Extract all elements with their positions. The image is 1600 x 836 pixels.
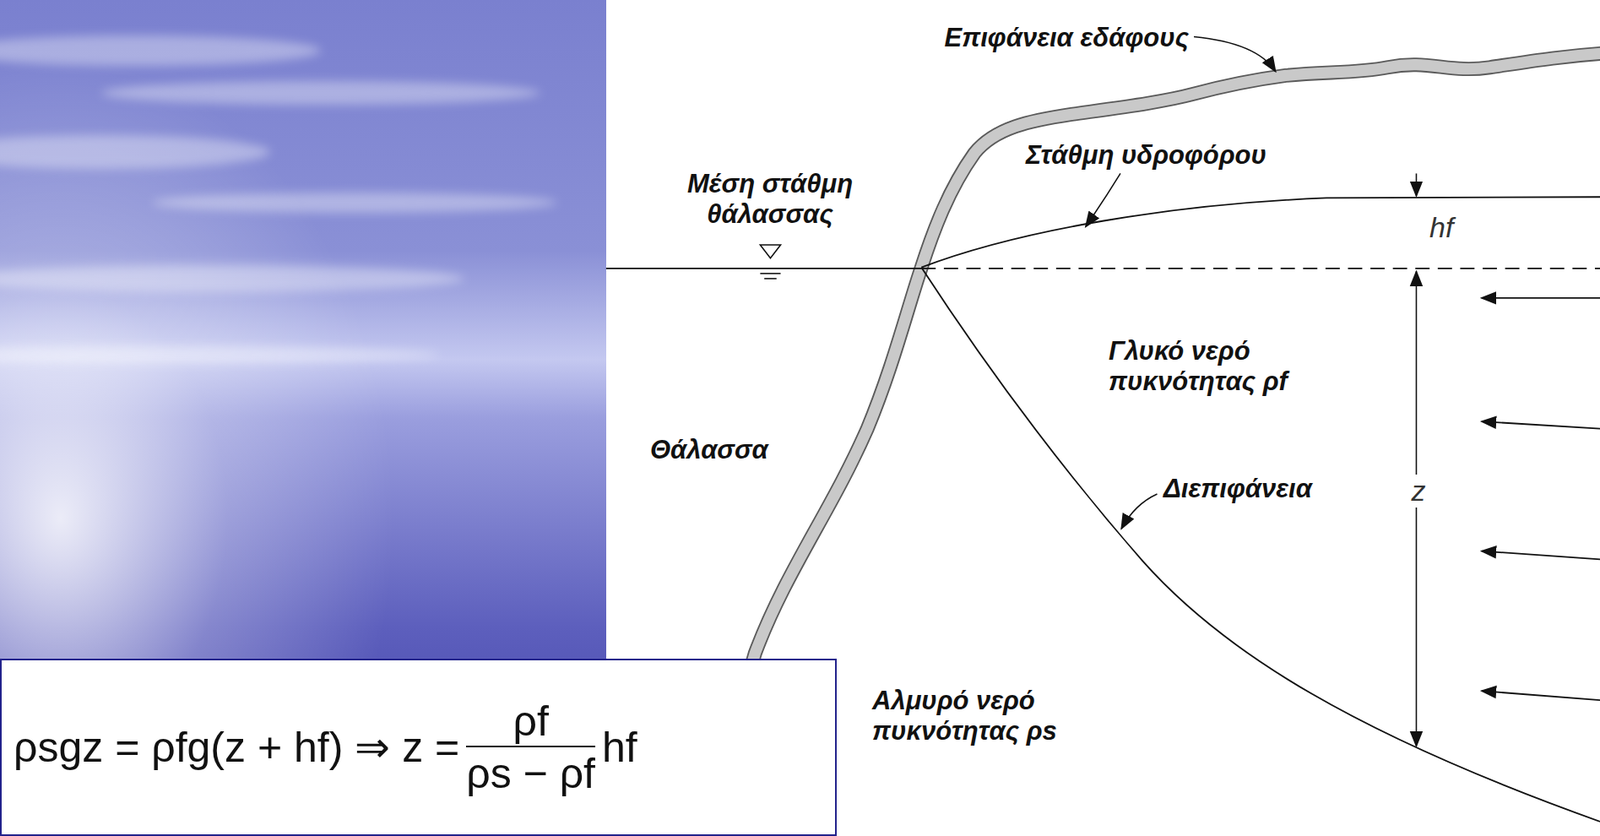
- salt-water-label: Αλμυρό νερό πυκνότητας ρs: [872, 685, 1118, 746]
- surface-label: Επιφάνεια εδάφους: [944, 22, 1189, 54]
- water-table: [921, 196, 1600, 267]
- leader-line: [1193, 37, 1276, 72]
- formula-text: ρsgz = ρfg(z + hf) ⇒ z =: [13, 722, 460, 772]
- hf-symbol: hf: [1426, 211, 1456, 245]
- formula-row: ρsgz = ρfg(z + hf) ⇒ z =ρfρs − ρfhf: [13, 696, 638, 798]
- hf-arrow: [1415, 173, 1418, 196]
- z-symbol: z: [1402, 474, 1435, 508]
- sea-level-symbol: [759, 244, 781, 279]
- sea-level-line: [606, 267, 922, 270]
- z-dimension-arrow: [1415, 271, 1418, 746]
- leader-line: [1085, 173, 1121, 227]
- fraction: ρfρs − ρf: [466, 696, 596, 798]
- interface-label: Διεπιφάνεια: [1163, 473, 1313, 505]
- formula-text: ρs − ρf: [466, 745, 596, 798]
- water-table-label: Στάθμη υδροφόρου: [1025, 140, 1313, 171]
- sea-label: Θάλασσα: [650, 434, 769, 466]
- formula-box: ρsgz = ρfg(z + hf) ⇒ z =ρfρs − ρfhf: [0, 658, 837, 836]
- sea-level-label: Μέση στάθμη θάλασσας: [634, 168, 906, 229]
- formula-text: ρf: [512, 696, 548, 746]
- leader-line: [1121, 493, 1157, 529]
- formula-text: hf: [602, 722, 638, 772]
- sea-level-dashed: [921, 267, 1600, 270]
- fresh-water-label: Γλυκό νερό πυκνότητας ρf: [1108, 336, 1354, 396]
- flow-arrows: [1481, 298, 1600, 700]
